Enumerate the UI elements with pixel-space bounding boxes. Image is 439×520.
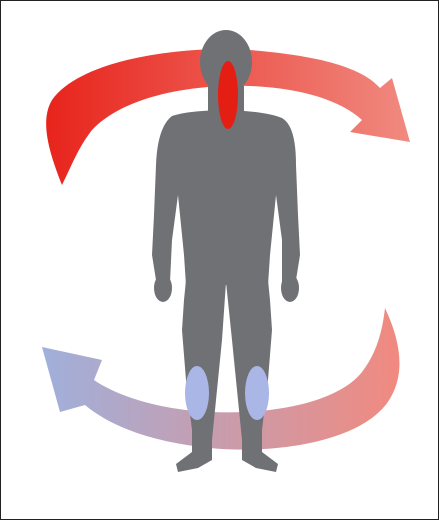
torso (152, 110, 300, 285)
right-hand (281, 274, 299, 302)
right-calf-cool-zone (245, 366, 269, 420)
spine-warm-zone (218, 61, 238, 129)
left-hand (154, 274, 172, 302)
left-calf-cool-zone (185, 366, 209, 420)
